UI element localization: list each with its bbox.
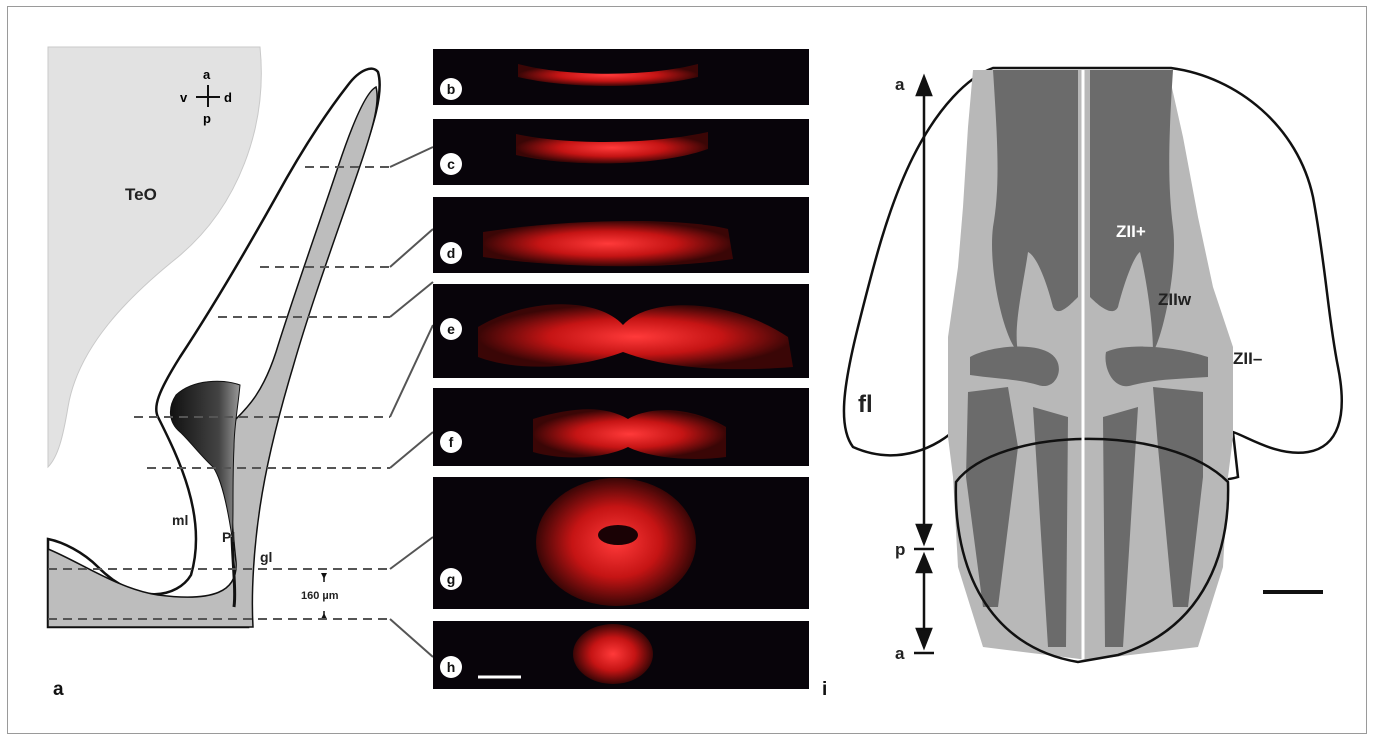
section-letter-b: b	[447, 81, 456, 97]
label-gl: gl	[260, 549, 272, 565]
panel-letter-a: a	[53, 679, 64, 700]
section-c: c	[433, 119, 809, 185]
axis-label-top: a	[895, 75, 905, 94]
section-letter-d: d	[447, 245, 456, 261]
label-pl: Pl	[222, 529, 235, 545]
section-h: h	[433, 621, 809, 689]
section-f: f	[433, 388, 809, 466]
label-ml: ml	[172, 512, 188, 528]
figure-canvas: a p v d TeO ml Pl gl 160 µm	[8, 7, 1366, 733]
spacing-indicator: 160 µm	[301, 573, 339, 619]
label-ziiw: ZIIw	[1158, 290, 1192, 309]
label-zii-minus: ZII–	[1233, 349, 1262, 368]
section-g: g	[433, 477, 809, 609]
section-letter-g: g	[447, 571, 456, 587]
spacing-label: 160 µm	[301, 590, 339, 602]
section-letter-e: e	[447, 321, 455, 337]
orient-up: a	[203, 67, 211, 82]
section-b: b	[433, 49, 809, 105]
section-letter-f: f	[449, 434, 454, 450]
section-e: e	[433, 284, 809, 378]
section-letter-c: c	[447, 156, 455, 172]
label-zii-plus: ZII+	[1116, 222, 1146, 241]
label-fl: fl	[858, 391, 873, 418]
orient-right: d	[224, 90, 232, 105]
orient-left: v	[180, 90, 188, 105]
section-d: d	[433, 197, 809, 273]
axis-label-bottom: a	[895, 644, 905, 663]
label-teo: TeO	[125, 185, 157, 204]
panel-a: a p v d TeO ml Pl gl 160 µm	[48, 47, 433, 700]
panel-i: a p a ZII+ ZIIw ZII– fl i	[822, 68, 1342, 700]
section-letter-h: h	[447, 659, 456, 675]
axis-label-mid: p	[895, 540, 905, 559]
orient-down: p	[203, 111, 211, 126]
figure-frame: a p v d TeO ml Pl gl 160 µm	[7, 6, 1367, 734]
sections-column: b c d e f	[433, 49, 809, 689]
panel-letter-i: i	[822, 679, 827, 700]
